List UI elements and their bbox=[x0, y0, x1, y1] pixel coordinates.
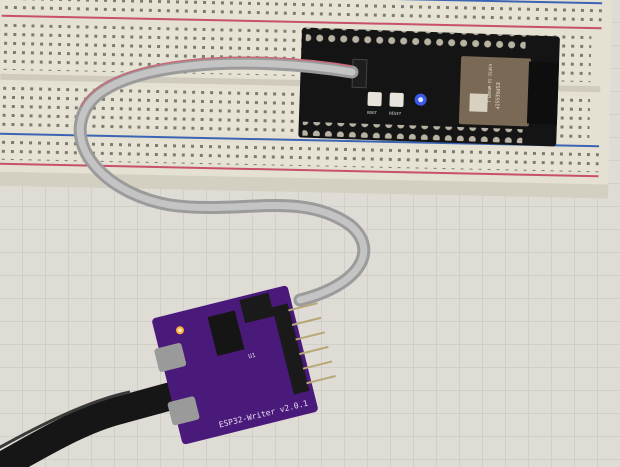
pin-row-bottom bbox=[302, 121, 523, 144]
module-antenna bbox=[526, 61, 560, 125]
esp32-writer-board: U1 ESP32-Writer v2.0.1 bbox=[152, 285, 336, 445]
bottom-power-rail bbox=[0, 137, 600, 173]
rail-blue-line bbox=[2, 0, 603, 5]
chip-u1 bbox=[207, 310, 245, 357]
boot-button[interactable] bbox=[367, 91, 382, 107]
ribbon-cable bbox=[73, 56, 371, 307]
chip-label: U1 bbox=[248, 352, 257, 361]
reset-label: RESET bbox=[389, 111, 402, 116]
usb-cable bbox=[0, 381, 179, 467]
usb-c-port-top[interactable] bbox=[154, 342, 187, 372]
module-brand: ESPRESSIF bbox=[493, 82, 500, 109]
esp32-dev-board: ESPRESSIF ESP32-S3-WROOM-1 BOOT RESET bbox=[298, 27, 560, 147]
usb-c-port-bottom[interactable] bbox=[167, 396, 200, 426]
ribbon-connector bbox=[239, 292, 275, 324]
rail-red-line bbox=[1, 14, 602, 30]
module-model: ESP32-S3-WROOM-1 bbox=[487, 64, 493, 103]
reset-button[interactable] bbox=[389, 92, 404, 108]
pin-row-top bbox=[305, 27, 526, 50]
top-power-rail bbox=[1, 0, 603, 27]
boot-label: BOOT bbox=[367, 110, 377, 115]
qr-code bbox=[469, 93, 488, 113]
header-pins bbox=[272, 302, 336, 395]
